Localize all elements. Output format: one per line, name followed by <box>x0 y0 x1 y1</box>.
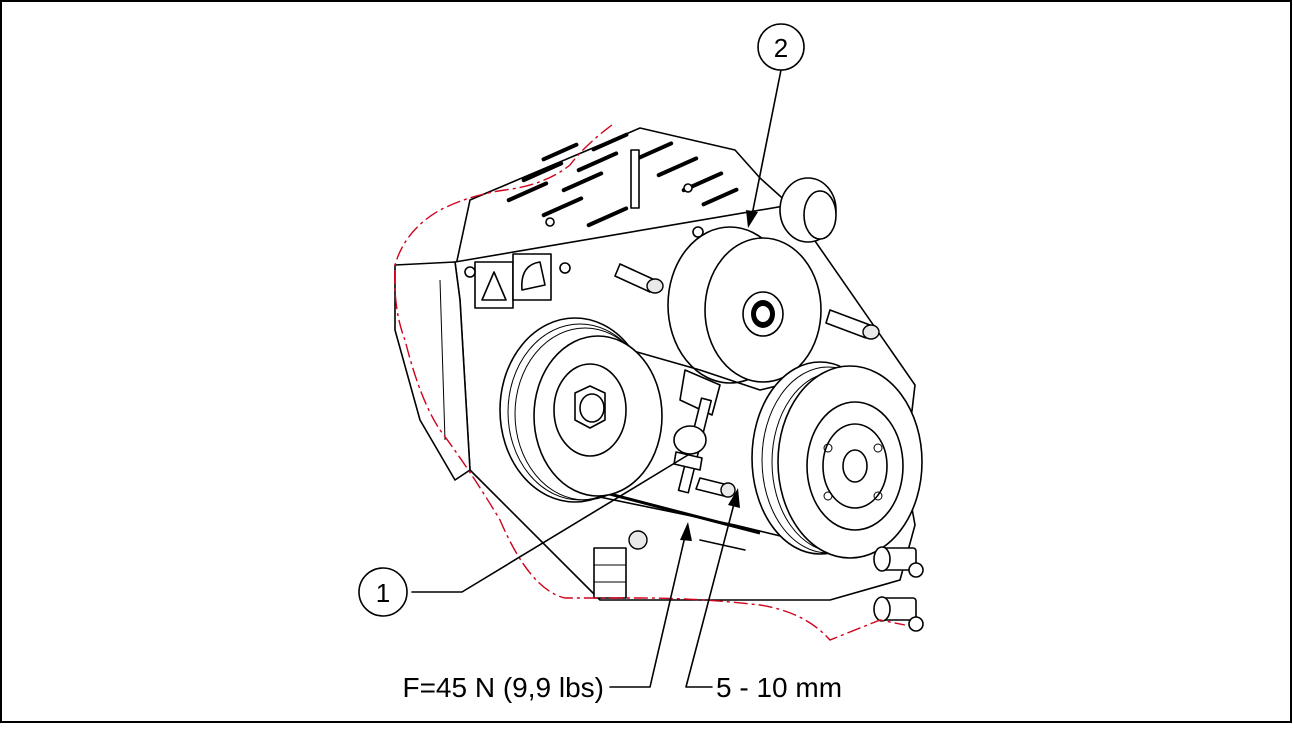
callout-leaders <box>411 69 782 688</box>
drive-pulley-left <box>499 317 663 503</box>
size-chart-plate <box>593 547 627 599</box>
driven-pulley-right <box>751 361 923 559</box>
tension-adjuster <box>673 369 721 494</box>
studs <box>614 263 880 550</box>
callout-1-number: 1 <box>376 578 390 608</box>
force-label: F=45 N (9,9 lbs) <box>402 672 604 703</box>
deflection-label: 5 - 10 mm <box>716 672 842 703</box>
motor-housing <box>779 177 837 243</box>
tensioner-pulley <box>667 226 822 384</box>
vent-slots <box>506 132 739 228</box>
callout-1: 1 <box>358 567 408 617</box>
callout-2-number: 2 <box>774 33 788 63</box>
output-shafts <box>873 546 924 632</box>
callout-2: 2 <box>757 23 805 71</box>
section-cut-line <box>394 124 906 641</box>
